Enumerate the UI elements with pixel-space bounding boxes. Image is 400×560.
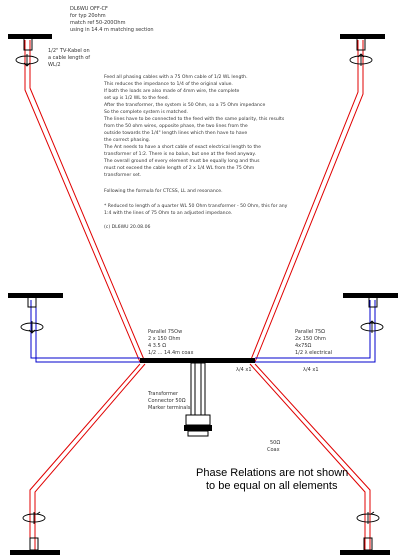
note-line: transformer of 1:2. There is no balun, b… bbox=[104, 151, 256, 157]
rotation-icon bbox=[15, 54, 39, 67]
header-line: match ref 50-200Ohm bbox=[70, 20, 126, 26]
note-line: The lines have to be connected to the fe… bbox=[103, 116, 285, 122]
note-line: outside towards the 1/4" length lines wh… bbox=[104, 130, 247, 136]
note-line: set up is 1/2 WL to the feed. bbox=[104, 95, 169, 101]
feed-label: 50Ω bbox=[270, 440, 280, 446]
note-line: the correct phasing. bbox=[104, 137, 150, 143]
header-line: for typ 20ohm bbox=[70, 13, 106, 19]
notes-block: Feed all phasing cables with a 75 Ohm ca… bbox=[103, 74, 288, 230]
cable-label: WL/2 bbox=[48, 62, 61, 68]
center-left-label: 1/2 ... 14.4m coax bbox=[148, 350, 193, 356]
header-line: DL6WU OFF-CF bbox=[70, 6, 108, 12]
note-line: The Ant needs to have a short cable of e… bbox=[103, 144, 261, 150]
note-section: Following the formula for CTCSS, LL and … bbox=[104, 188, 223, 194]
wl-label-right: λ/4 x1 bbox=[303, 367, 319, 373]
center-right-label: 1/2 λ electrical bbox=[295, 350, 332, 356]
element-mid-right bbox=[343, 293, 398, 308]
copyright: (c) DL6WU 20.08.06 bbox=[104, 224, 150, 230]
transformer-label: Connector 50Ω bbox=[148, 398, 186, 404]
phasing-line-right bbox=[255, 300, 376, 363]
phase-note: Phase Relations are not shown bbox=[196, 467, 348, 479]
center-right-label: 4x75Ω bbox=[295, 343, 312, 349]
center-left-label: 4 3.5 Ω bbox=[148, 343, 166, 349]
center-right-label: Parallel 75Ω bbox=[295, 329, 325, 335]
feedline-top-right bbox=[249, 40, 364, 363]
note-line: This reduces the impedance to 1/4 of the… bbox=[103, 81, 233, 87]
note-line: So the complete system is matched. bbox=[104, 109, 188, 115]
note-line: The overall ground of every element must… bbox=[103, 158, 260, 164]
cable-label: a cable length of bbox=[48, 55, 90, 61]
rotation-icon bbox=[22, 511, 46, 524]
note-line: transformer set. bbox=[104, 172, 141, 178]
feed-label: Coax bbox=[267, 447, 280, 453]
element-bottom-right bbox=[340, 537, 390, 555]
rotation-icon bbox=[20, 321, 44, 334]
center-left-label: Parallel 75Ow bbox=[148, 329, 182, 335]
transformer-label: Marker terminals bbox=[148, 405, 191, 411]
note-line: must not exceed the cable length of 2 x … bbox=[104, 165, 255, 171]
feedline-bottom-right bbox=[249, 363, 371, 550]
center-left-label: 2 x 150 Ohm bbox=[148, 336, 181, 342]
element-mid-left bbox=[8, 293, 63, 308]
rotation-icon bbox=[360, 320, 384, 333]
element-top-left bbox=[8, 34, 52, 51]
center-right-label: 2x 150 Ohm bbox=[295, 336, 326, 342]
element-top-right bbox=[340, 34, 385, 51]
transformer-label: Transformer bbox=[147, 391, 179, 397]
feed-coax bbox=[190, 362, 206, 416]
center-feed-bar bbox=[140, 358, 255, 363]
phasing-line-left bbox=[30, 300, 140, 363]
rotation-icon bbox=[356, 511, 380, 524]
feedline-bottom-left bbox=[29, 363, 146, 550]
note-line: from the 50 ohm wires, opposite phase, t… bbox=[104, 123, 248, 129]
cable-label: 1/2" TV-Kabel on bbox=[48, 48, 90, 54]
element-bottom-left bbox=[10, 537, 60, 555]
wl-label-left: λ/4 x1 bbox=[236, 367, 252, 373]
note-line: Feed all phasing cables with a 75 Ohm ca… bbox=[104, 74, 248, 80]
transformer-connector bbox=[184, 414, 212, 437]
note-footnote: 1:4 with the lines of 75 Ohm to an adjus… bbox=[104, 210, 232, 216]
header-line: using in 14.4 m matching section bbox=[70, 27, 154, 33]
phase-note: to be equal on all elements bbox=[206, 480, 338, 492]
note-line: After the transformer, the system is 50 … bbox=[104, 102, 265, 108]
rotation-icon bbox=[349, 53, 373, 66]
note-line: If both the loads are also made of 4mm w… bbox=[104, 88, 240, 94]
note-footnote: * Reduced to length of a quarter WL 50 O… bbox=[104, 203, 288, 209]
